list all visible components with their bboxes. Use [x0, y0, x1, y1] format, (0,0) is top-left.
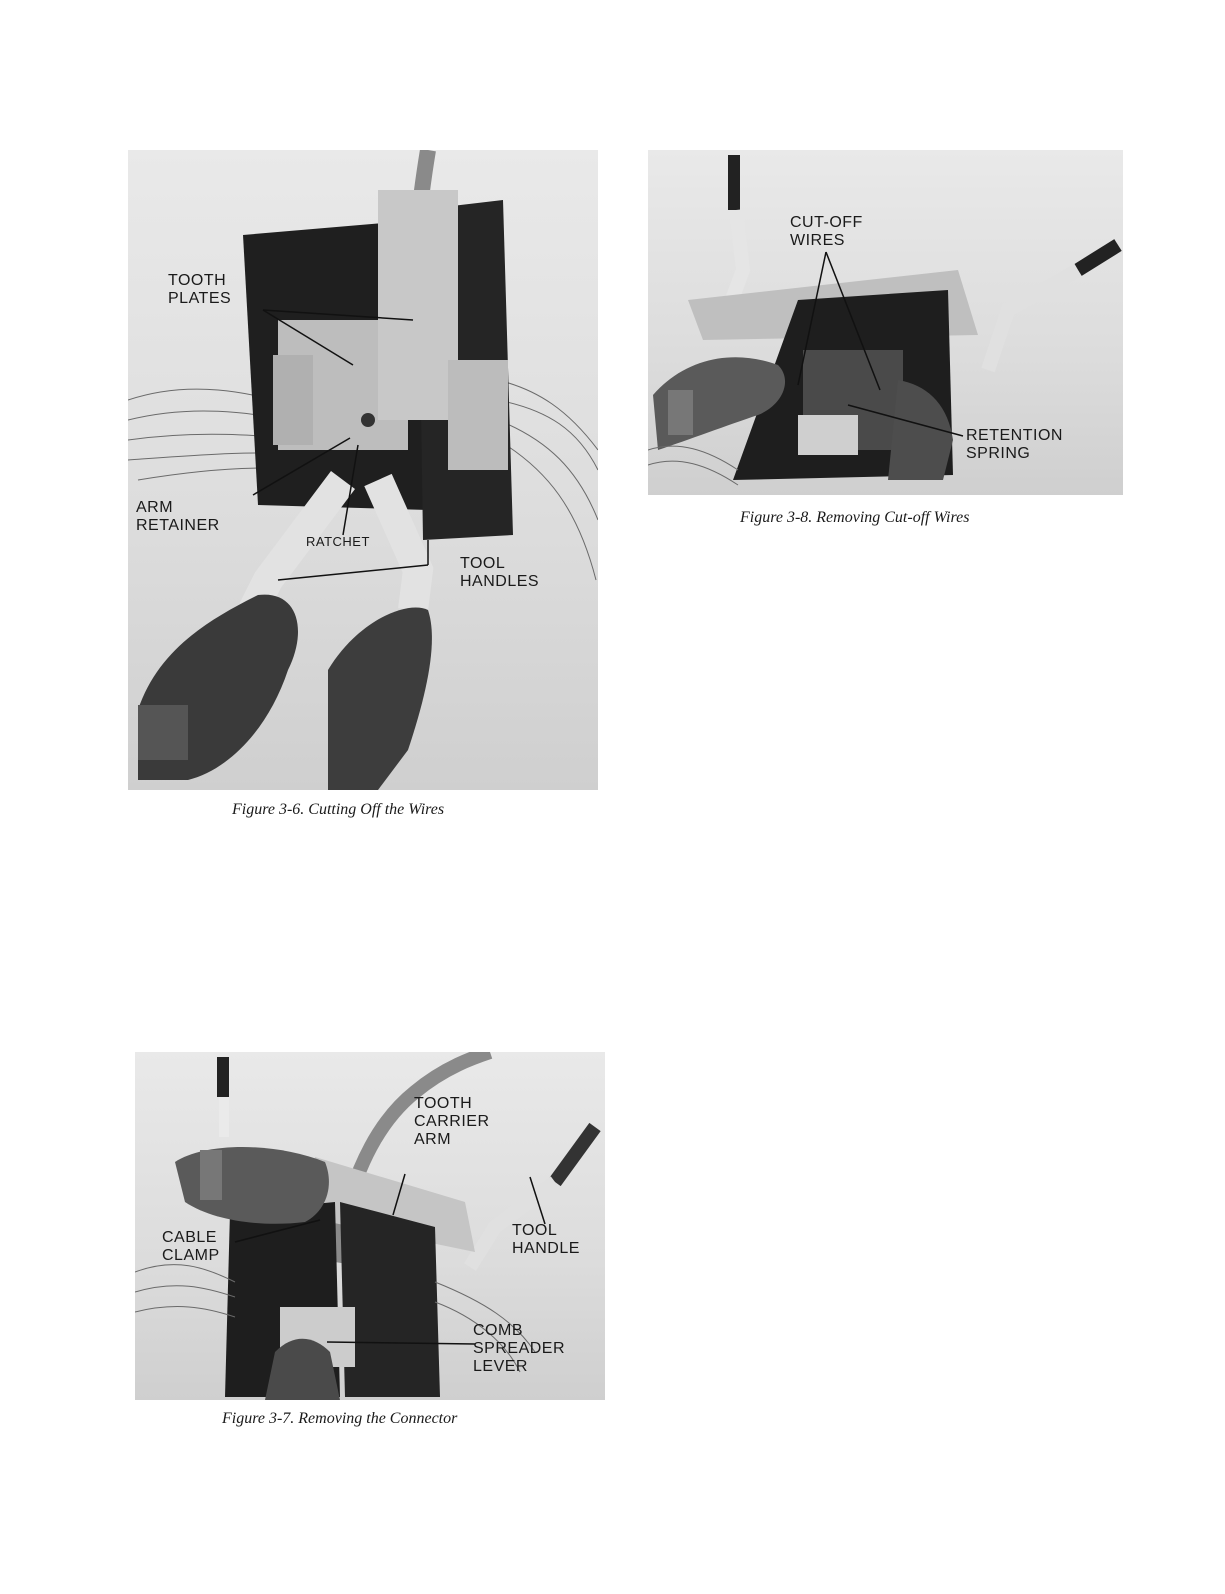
callout-comb-spreader-lever: COMB SPREADER LEVER [473, 1322, 565, 1376]
callout-ratchet: RATCHET [306, 534, 370, 549]
callout-tool-handles: TOOL HANDLES [460, 555, 539, 591]
callout-cable-clamp: CABLE CLAMP [162, 1229, 220, 1265]
photo-illustration [128, 150, 598, 790]
callout-retention-spring: RETENTION SPRING [966, 427, 1063, 463]
callout-cut-off-wires: CUT-OFF WIRES [790, 214, 863, 250]
callout-tool-handle: TOOL HANDLE [512, 1222, 580, 1258]
figure-caption: Figure 3-7. Removing the Connector [222, 1410, 457, 1428]
photo-cutting-off-wires [128, 150, 598, 790]
callout-arm-retainer: ARM RETAINER [136, 499, 220, 535]
figure-caption: Figure 3-8. Removing Cut-off Wires [740, 509, 969, 527]
callout-tooth-carrier-arm: TOOTH CARRIER ARM [414, 1095, 490, 1149]
figure-caption: Figure 3-6. Cutting Off the Wires [232, 801, 444, 819]
callout-tooth-plates: TOOTH PLATES [168, 272, 231, 308]
